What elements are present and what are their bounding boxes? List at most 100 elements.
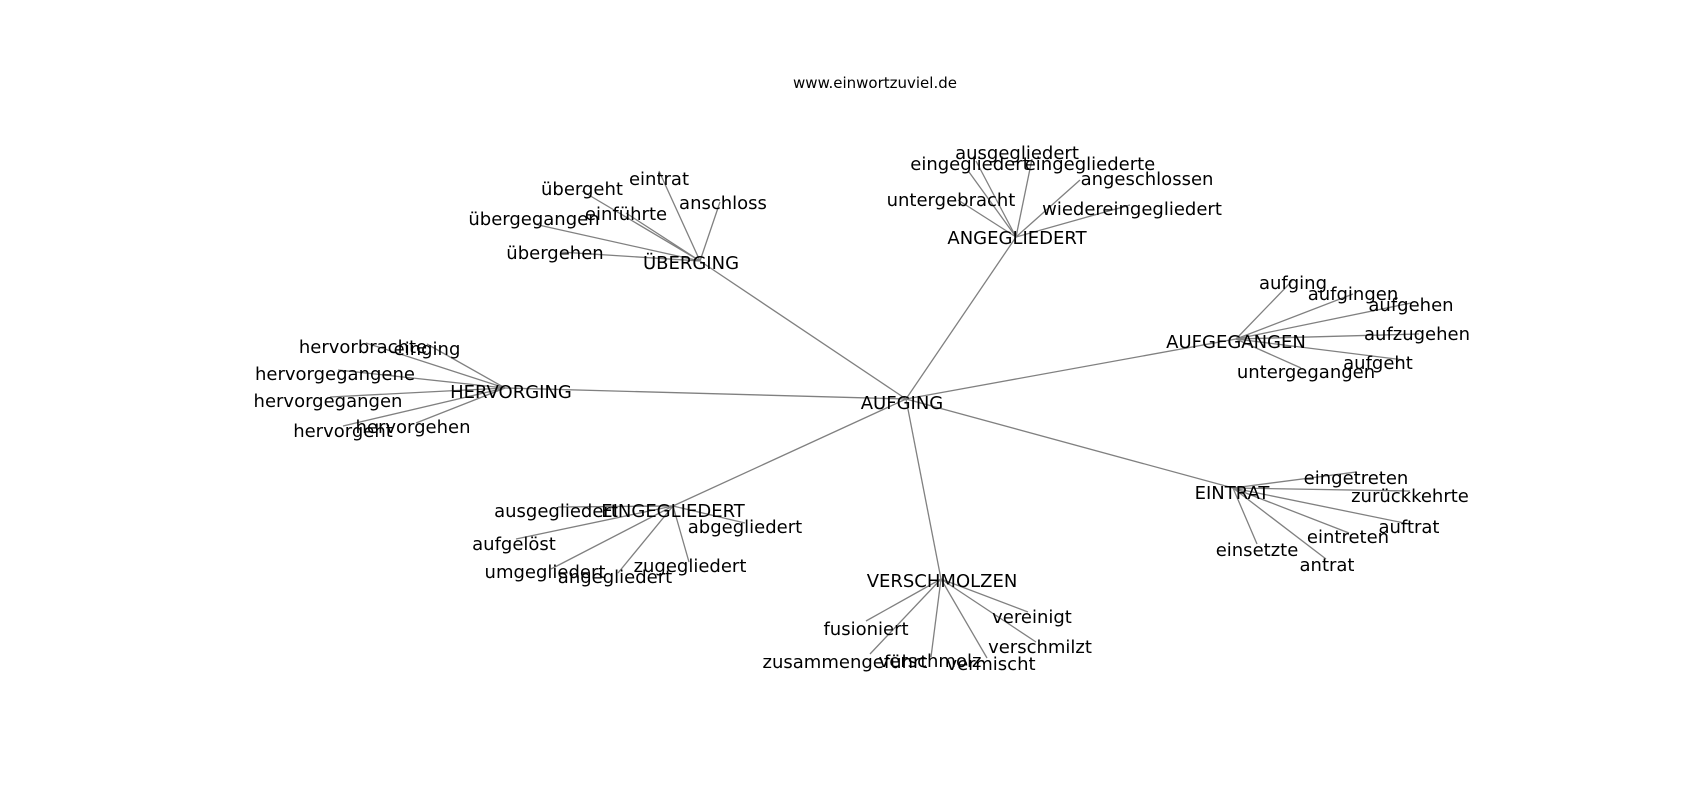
edge-hub-to-leaf bbox=[1232, 487, 1350, 534]
edge-hub-to-leaf bbox=[1015, 179, 1081, 238]
edge-hub-to-leaf bbox=[625, 212, 701, 262]
leaf-node-label: zurückkehrte bbox=[1351, 486, 1469, 507]
leaf-node-label: eintreten bbox=[1307, 527, 1389, 548]
leaf-node-label: übergeht bbox=[541, 179, 623, 200]
edge-hub-to-leaf bbox=[1235, 333, 1420, 340]
edge-hub-to-leaf bbox=[1015, 204, 1131, 238]
edge-hub-to-leaf bbox=[1015, 158, 1033, 238]
edge-hub-to-leaf bbox=[1235, 280, 1293, 340]
leaf-node-label: hervorgeht bbox=[293, 421, 393, 442]
leaf-node-label: eingegliederte bbox=[1025, 154, 1156, 175]
edge-center-to-hub bbox=[905, 236, 1017, 400]
edge-hub-to-leaf bbox=[1232, 487, 1258, 545]
leaf-node-label: ausgegliedert bbox=[494, 501, 618, 522]
edge-hub-to-leaf bbox=[975, 160, 1017, 238]
leaf-node-label: hervorgehen bbox=[355, 417, 470, 438]
leaf-node-label: abgegliedert bbox=[688, 517, 802, 538]
edge-hub-to-leaf bbox=[1235, 338, 1302, 369]
node-labels: AUFGING übergeht eintrat einführte anschloss… bbox=[254, 143, 1470, 675]
edge-hub-to-leaf bbox=[869, 578, 942, 655]
edge-hub-to-leaf bbox=[329, 387, 506, 398]
edge-hub-to-leaf bbox=[617, 505, 674, 574]
leaf-node-label: einführte bbox=[585, 204, 667, 225]
leaf-node-label: aufging bbox=[1259, 273, 1327, 294]
edge-hub-to-leaf bbox=[557, 505, 674, 508]
edge-hub-to-leaf bbox=[930, 578, 942, 658]
hub-node-label: AUFGEGANGEN bbox=[1166, 332, 1306, 353]
edge-hub-to-leaf bbox=[426, 343, 506, 389]
leaf-node-label: vereinigt bbox=[992, 607, 1072, 628]
center-node-label: AUFGING bbox=[861, 393, 944, 414]
leaf-node-label: vermischt bbox=[946, 654, 1035, 675]
edge-center-to-hub bbox=[504, 387, 907, 400]
leaf-node-label: eingetreten bbox=[1304, 468, 1409, 489]
leaf-node-label: untergegangen bbox=[1237, 362, 1375, 383]
edge-hub-to-leaf bbox=[940, 578, 988, 659]
leaf-node-label: zusammengeführt bbox=[763, 652, 928, 673]
leaf-node-label: hervorbrachte bbox=[299, 337, 427, 358]
edge-center-to-hub bbox=[905, 338, 1237, 400]
leaf-node-label: eintrat bbox=[629, 169, 689, 190]
edge-hub-to-leaf bbox=[1235, 302, 1412, 340]
hub-node-label: ÜBERGING bbox=[643, 252, 739, 274]
edge-hub-to-leaf bbox=[1232, 487, 1327, 560]
leaf-node-label: eingegliedert bbox=[910, 154, 1029, 175]
leaf-node-label: hervorgegangene bbox=[255, 364, 415, 385]
hub-node-label: EINGEGLIEDERT bbox=[601, 501, 746, 522]
leaf-node-label: untergebracht bbox=[887, 190, 1016, 211]
edge-hub-to-leaf bbox=[865, 578, 942, 622]
edge-hub-to-leaf bbox=[1232, 487, 1410, 525]
edge-hub-to-leaf bbox=[515, 505, 674, 540]
leaf-node-label: zugegliedert bbox=[634, 556, 747, 577]
edge-hub-to-leaf bbox=[957, 199, 1017, 238]
hub-node-label: VERSCHMOLZEN bbox=[867, 571, 1018, 592]
leaf-node-label: ausgegliedert bbox=[955, 143, 1079, 164]
edges bbox=[329, 158, 1420, 659]
edge-hub-to-leaf bbox=[342, 387, 506, 427]
leaf-node-label: angegliedert bbox=[558, 567, 672, 588]
leaf-node-label: antrat bbox=[1300, 555, 1355, 576]
diagram-title: www.einwortzuviel.de bbox=[793, 74, 957, 92]
edge-hub-to-leaf bbox=[415, 387, 506, 424]
edge-hub-to-leaf bbox=[533, 223, 701, 262]
edge-center-to-hub bbox=[672, 398, 907, 507]
leaf-node-label: verschmolz bbox=[879, 651, 982, 672]
leaf-node-label: aufgingen bbox=[1308, 284, 1399, 305]
edge-hub-to-leaf bbox=[1235, 338, 1405, 361]
leaf-node-label: auftrat bbox=[1378, 517, 1439, 538]
leaf-node-label: anschloss bbox=[679, 193, 767, 214]
leaf-node-label: hervorgegangen bbox=[254, 391, 403, 412]
edge-hub-to-leaf bbox=[1232, 471, 1357, 489]
edge-hub-to-leaf bbox=[672, 505, 690, 563]
edge-hub-to-leaf bbox=[968, 171, 1017, 238]
leaf-node-label: verschmilzt bbox=[988, 637, 1092, 658]
leaf-node-label: übergegangen bbox=[468, 209, 599, 230]
leaf-node-label: übergehen bbox=[506, 243, 603, 264]
leaf-node-label: einging bbox=[394, 339, 461, 360]
leaf-node-label: aufzugehen bbox=[1364, 324, 1470, 345]
edge-hub-to-leaf bbox=[1232, 487, 1411, 492]
leaf-node-label: wiedereingegliedert bbox=[1042, 199, 1222, 220]
edge-hub-to-leaf bbox=[550, 505, 674, 570]
edge-hub-to-leaf bbox=[940, 578, 1037, 643]
hub-node-label: HERVORGING bbox=[450, 382, 572, 403]
edge-center-to-hub bbox=[905, 398, 1234, 489]
edge-hub-to-leaf bbox=[581, 190, 701, 262]
edge-hub-to-leaf bbox=[1235, 293, 1354, 340]
hub-node-label: ANGEGLIEDERT bbox=[947, 228, 1087, 249]
edge-hub-to-leaf bbox=[658, 170, 701, 262]
leaf-node-label: aufgeht bbox=[1343, 353, 1413, 374]
leaf-node-label: umgegliedert bbox=[485, 562, 606, 583]
edge-center-to-hub bbox=[905, 398, 942, 580]
edge-hub-to-leaf bbox=[699, 201, 721, 262]
edge-center-to-hub bbox=[699, 260, 907, 400]
edge-hub-to-leaf bbox=[672, 505, 746, 524]
leaf-node-label: fusioniert bbox=[823, 619, 908, 640]
leaf-node-label: aufgehen bbox=[1368, 295, 1453, 316]
edge-hub-to-leaf bbox=[559, 251, 701, 262]
leaf-node-label: angeschlossen bbox=[1081, 169, 1214, 190]
edge-hub-to-leaf bbox=[337, 369, 506, 389]
edge-hub-to-leaf bbox=[940, 578, 1029, 613]
leaf-node-label: einsetzte bbox=[1216, 540, 1299, 561]
